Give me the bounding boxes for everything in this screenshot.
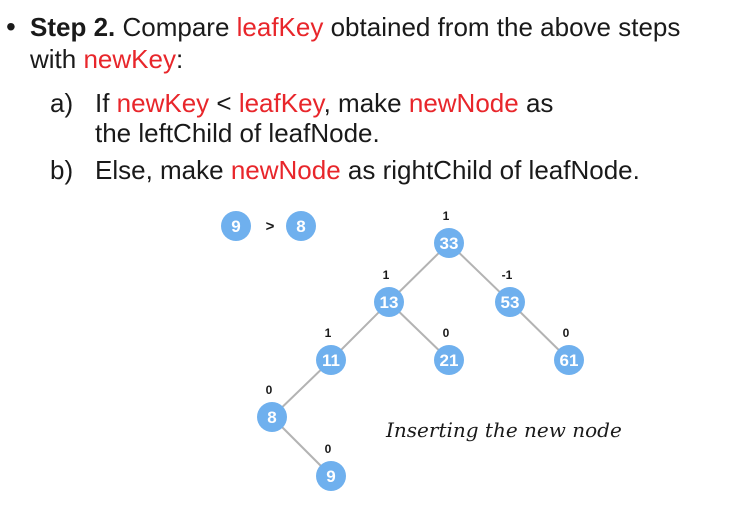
tree-node-key: 21	[440, 351, 459, 370]
tree-node-key: 11	[322, 351, 340, 370]
step-text-1: Compare	[115, 12, 237, 42]
tree-node-key: 9	[326, 467, 335, 486]
sub-a-lt: <	[209, 88, 239, 118]
step-text-2: obtained from the above steps	[323, 12, 681, 42]
comparison-operator: >	[266, 218, 275, 235]
tree-node-circle	[434, 228, 464, 258]
sub-a-newkey: newKey	[116, 88, 210, 118]
comparison-left-circle	[221, 211, 251, 241]
step-text-3: with	[30, 44, 84, 74]
tree-node-key: 13	[380, 293, 399, 312]
tree-node-circle	[316, 461, 346, 491]
tree-node-balance: 0	[325, 442, 332, 456]
step-line-1: Step 2. Compare leafKey obtained from th…	[30, 12, 680, 42]
tree-node-balance: 0	[443, 326, 450, 340]
tree-node-balance: -1	[502, 268, 513, 282]
sub-a-marker: a)	[50, 88, 74, 118]
tree-node-circle	[316, 345, 346, 375]
sub-a-if: If	[95, 88, 117, 118]
tree-node-circle	[257, 402, 287, 432]
tree-node-61: 61 0	[554, 326, 584, 375]
tree-node-circle	[374, 287, 404, 317]
sub-b-else: Else, make	[95, 155, 231, 185]
sub-a-leafkey: leafKey	[238, 88, 324, 118]
tree-node-circle	[554, 345, 584, 375]
newkey-term: newKey	[83, 44, 176, 74]
tree-node-key: 53	[501, 293, 520, 312]
tree-node-balance: 1	[325, 326, 332, 340]
tree-node-53: 53 -1	[495, 268, 525, 317]
sub-a-newnode: newNode	[408, 88, 519, 118]
step-label: Step 2.	[30, 12, 116, 42]
tree-node-key: 33	[440, 234, 459, 253]
leafkey-term: leafKey	[236, 12, 324, 42]
sub-b-line: b) Else, make newNode as rightChild of le…	[50, 155, 640, 185]
sub-b-rest: as rightChild of leafNode.	[340, 155, 640, 185]
sub-a-as: as	[518, 88, 554, 118]
comparison-left-value: 9	[231, 217, 240, 236]
tree-node-33: 33 1	[434, 209, 464, 258]
sub-b-newnode: newNode	[230, 155, 341, 185]
comparison-right-circle	[286, 211, 316, 241]
tree-node-balance: 1	[383, 268, 390, 282]
tree-node-balance: 0	[266, 383, 273, 397]
tree-node-13: 13 1	[374, 268, 404, 317]
diagram-caption: Inserting the new node	[386, 418, 622, 442]
tree-node-key: 8	[267, 408, 276, 427]
tree-node-key: 61	[560, 351, 579, 370]
tree-node-8: 80	[257, 383, 287, 432]
comparison: 9 > 8	[221, 211, 316, 241]
sub-a-make: , make	[323, 88, 409, 118]
tree-node-11: 111	[316, 326, 346, 375]
tree-node-9: 90	[316, 442, 346, 491]
sub-a-line-2: the leftChild of leafNode.	[95, 118, 380, 148]
tree-node-circle	[495, 287, 525, 317]
tree-node-21: 21 0	[434, 326, 464, 375]
sub-a-line-1: a) If newKey < leafKey, make newNode as	[50, 88, 553, 118]
sub-b-marker: b)	[50, 155, 74, 185]
comparison-right-value: 8	[296, 217, 305, 236]
tree-node-balance: 1	[443, 209, 450, 223]
tree-node-circle	[434, 345, 464, 375]
step-text-4: :	[175, 44, 184, 74]
tree-node-balance: 0	[563, 326, 570, 340]
step-line-2: with newKey:	[30, 44, 183, 74]
bullet-dot: •	[6, 11, 16, 42]
